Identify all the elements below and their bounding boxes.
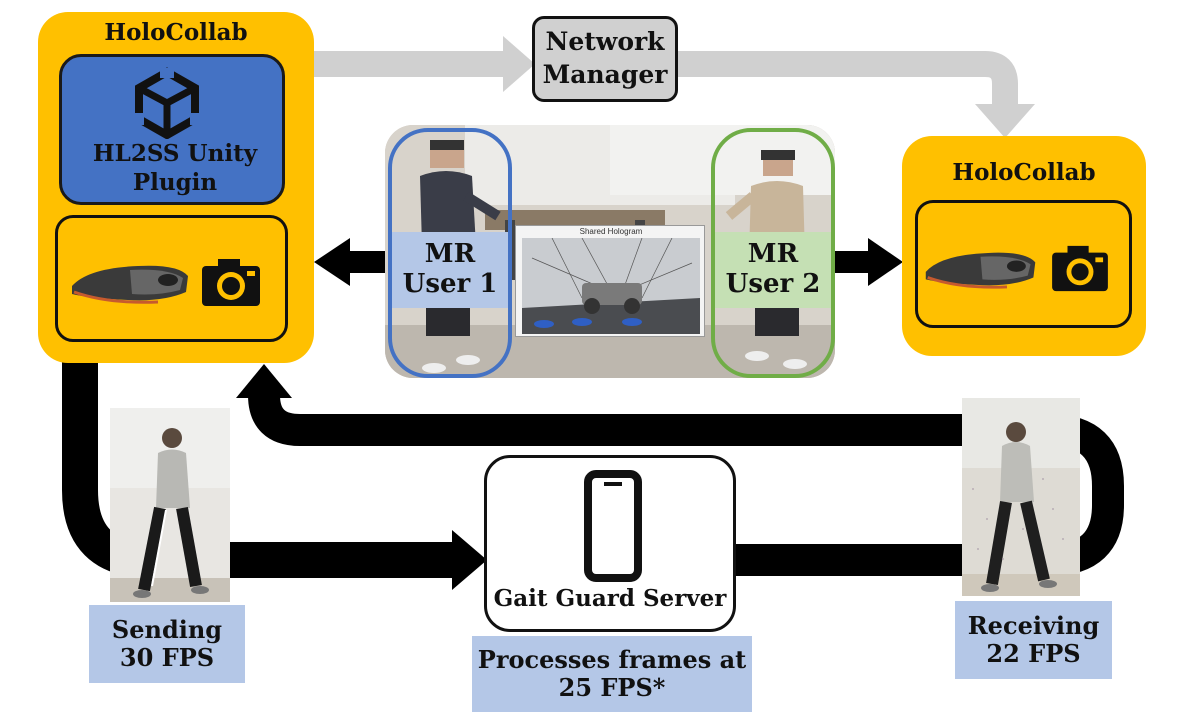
hololens-headset-icon bbox=[72, 265, 188, 304]
sending-line2: 30 FPS bbox=[119, 643, 215, 672]
gait-guard-server-box: Gait Guard Server bbox=[484, 455, 736, 632]
arrowhead-left bbox=[314, 238, 350, 286]
holocollab-right: HoloCollab bbox=[902, 136, 1146, 356]
user1-frame: MR User 1 bbox=[388, 128, 512, 378]
right-device-box bbox=[915, 200, 1132, 328]
server-label: Gait Guard Server bbox=[493, 585, 727, 612]
user2-label-line1: MR bbox=[747, 239, 799, 270]
network-manager-line2: Manager bbox=[542, 60, 668, 89]
mr-scene-photo: Shared Hologram MR bbox=[385, 125, 835, 378]
camera-icon bbox=[1052, 245, 1108, 292]
smartphone-icon bbox=[584, 470, 642, 582]
user1-label: MR User 1 bbox=[392, 232, 508, 308]
left-device-box bbox=[55, 215, 288, 342]
user1-label-line1: MR bbox=[424, 239, 476, 270]
shared-hologram-slide: Shared Hologram bbox=[515, 225, 705, 337]
hololens-headset-icon bbox=[925, 252, 1036, 289]
sending-info: Sending 30 FPS bbox=[89, 605, 245, 683]
receiving-line2: 22 FPS bbox=[986, 639, 1081, 668]
gray-arrow-to-right-holocollab bbox=[670, 51, 1018, 108]
user1-label-line2: User 1 bbox=[402, 269, 498, 299]
sending-line1: Sending bbox=[111, 615, 223, 645]
user2-label-line2: User 2 bbox=[725, 269, 821, 299]
receiving-line1: Receiving bbox=[967, 611, 1100, 641]
processing-line2: 25 FPS* bbox=[558, 673, 666, 702]
user2-frame: MR User 2 bbox=[711, 128, 835, 378]
holocollab-left: HoloCollab HL2SS Unity Plugin bbox=[38, 12, 314, 363]
unity-logo-icon bbox=[132, 67, 202, 139]
gray-arrowhead-down bbox=[975, 104, 1035, 138]
hologram-render bbox=[522, 238, 700, 334]
hl2ss-unity-plugin-box: HL2SS Unity Plugin bbox=[59, 54, 285, 205]
gray-arrowhead-right bbox=[503, 36, 535, 92]
arrowhead-right bbox=[868, 238, 903, 286]
arrowhead-up-into-holocollab bbox=[236, 364, 292, 398]
user2-label: MR User 2 bbox=[715, 232, 831, 308]
network-manager-box: Network Manager bbox=[532, 16, 678, 102]
receiving-info: Receiving 22 FPS bbox=[955, 601, 1112, 679]
walking-person-figure bbox=[110, 408, 230, 602]
receiving-frame-photo bbox=[962, 398, 1080, 596]
processing-line1: Processes frames at bbox=[477, 645, 747, 675]
arrow-return-loop bbox=[248, 394, 1124, 576]
holocollab-left-title: HoloCollab bbox=[104, 19, 248, 46]
arrowhead-into-server bbox=[452, 530, 487, 590]
processing-info: Processes frames at 25 FPS* bbox=[472, 636, 752, 712]
plugin-label-line1: HL2SS Unity bbox=[92, 140, 258, 167]
sending-frame-photo bbox=[110, 408, 230, 602]
walking-person-figure-noisy bbox=[962, 398, 1080, 596]
camera-icon bbox=[202, 259, 260, 306]
network-manager-line1: Network bbox=[545, 27, 665, 56]
plugin-label-line2: Plugin bbox=[132, 169, 218, 196]
holocollab-right-title: HoloCollab bbox=[952, 159, 1096, 186]
shared-hologram-title: Shared Hologram bbox=[579, 227, 643, 236]
